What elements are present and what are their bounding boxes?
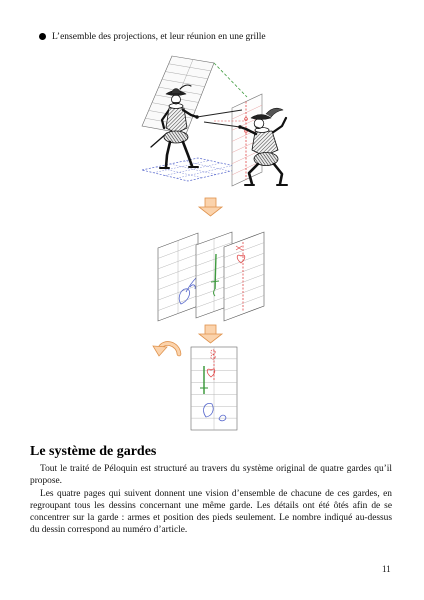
right-fencer-front-leg <box>247 162 260 186</box>
sheet-grid <box>223 242 265 311</box>
right-fencer-back-arm <box>270 116 288 135</box>
text-line: concentrer sur la garde : armes et posit… <box>30 513 392 524</box>
right-fencer-beard <box>254 125 262 129</box>
text-line: Tout le traité de Péloquin est structuré… <box>40 464 392 474</box>
three-projections-figure <box>157 231 265 322</box>
sword-trace <box>214 253 217 290</box>
down-arrow-head <box>197 206 224 217</box>
right-fencer-sword-arm <box>238 125 258 136</box>
down-arrow-icon <box>197 324 224 344</box>
grid-line <box>164 162 222 176</box>
right-fencer-back-leg <box>272 162 284 186</box>
rotate-arrow-icon <box>152 341 182 357</box>
foot-trace <box>218 414 227 422</box>
left-fencer <box>150 84 199 169</box>
text-line: du dessin correspond au numéro d’article… <box>30 525 188 536</box>
projection-sheet-body <box>223 231 265 322</box>
foot-trace <box>189 284 196 290</box>
grid-line <box>231 104 263 120</box>
down-arrow-icon <box>197 197 224 217</box>
page-number: 11 <box>382 564 391 574</box>
left-fencer-right-leg <box>181 140 194 168</box>
left-fencer-rapier <box>196 109 243 118</box>
grid-line <box>153 160 210 173</box>
bullet-icon <box>39 32 46 40</box>
grid-line <box>223 274 265 290</box>
down-arrow-head <box>197 333 224 344</box>
grid-line <box>223 295 265 311</box>
grid-line <box>223 263 265 279</box>
right-fencer-hat <box>250 114 272 120</box>
down-arrow-shaft <box>204 324 217 335</box>
projection-figure <box>141 55 288 187</box>
paragraph: Les quatre pages qui suivent donnent une… <box>30 488 392 537</box>
head-trace <box>210 354 216 360</box>
text-line: regroupant tous les dessins concernant u… <box>30 500 392 511</box>
projection-line-green <box>213 62 248 98</box>
paragraph: Tout le traité de Péloquin est structuré… <box>30 463 392 488</box>
down-arrow-shaft <box>204 197 217 208</box>
right-fencer-hand <box>238 125 242 129</box>
section-heading: Le système de gardes <box>30 444 157 459</box>
grid-line <box>183 160 231 172</box>
left-fencer-trunk-hose <box>163 130 189 144</box>
projection-sheet-feet <box>157 232 199 322</box>
heart-trace <box>206 368 216 378</box>
left-fencer-sword-arm <box>181 108 199 119</box>
grid-line <box>169 163 217 175</box>
grid-line <box>223 284 265 301</box>
foot-trace <box>203 402 214 418</box>
combined-grid-figure <box>190 346 238 431</box>
right-plane-mark <box>244 117 248 121</box>
foot-trace <box>185 277 197 293</box>
left-fencer-hat-crown <box>170 88 182 94</box>
ground-plane-grid <box>155 160 231 178</box>
left-fencer-beard <box>172 101 180 105</box>
left-fencer-hand <box>195 115 199 119</box>
projection-sheet-sword <box>195 231 233 319</box>
grid-line <box>223 252 265 269</box>
grid-line <box>176 165 233 179</box>
grid-line <box>155 166 203 178</box>
section-body: Tout le traité de Péloquin est structuré… <box>30 463 392 537</box>
grid-line <box>223 242 265 258</box>
ground-plane-outline <box>141 157 245 182</box>
left-fencer-back-arm <box>160 108 171 130</box>
sword-hilt-trace <box>213 288 216 297</box>
ground-plane-grid <box>153 160 233 179</box>
bullet-item: L’ensemble des projections, et leur réun… <box>39 31 266 44</box>
text-line: Les quatre pages qui suivent donnent une… <box>40 488 392 499</box>
right-fencer-trunk-hose <box>253 152 279 166</box>
right-fencer-plume <box>265 107 284 118</box>
bullet-text: L’ensemble des projections, et leur réun… <box>52 32 266 42</box>
cross-trace <box>235 245 243 251</box>
text-line: propose. <box>30 476 63 487</box>
sword-guard-trace <box>210 280 220 283</box>
left-fencer-feather <box>179 84 192 90</box>
sheet-outline <box>223 231 265 322</box>
left-fencer-left-leg <box>164 140 172 169</box>
heart-trace <box>236 254 246 264</box>
ground-plane <box>141 157 245 182</box>
rotate-arrow-head <box>152 345 168 357</box>
head-trace <box>210 349 216 355</box>
right-fencer-rapier <box>203 121 241 128</box>
right-fencer <box>238 107 288 186</box>
